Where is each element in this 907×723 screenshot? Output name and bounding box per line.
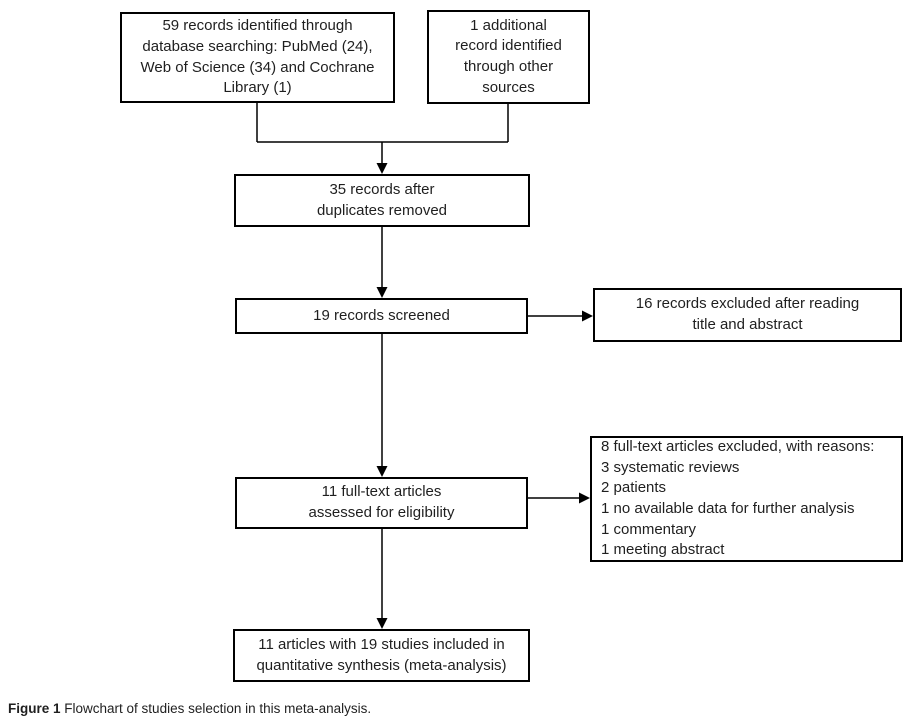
box-additional-records-text: 1 additional record identified through o…	[455, 16, 562, 96]
arrowhead-into-screened	[376, 287, 388, 298]
box-excluded-screening-text: 16 records excluded after reading title …	[635, 295, 860, 333]
arrowhead-into-excluded-screening	[582, 310, 593, 322]
figure-caption: Figure 1 Flowchart of studies selection …	[8, 701, 371, 717]
box-excluded-screening: 16 records excluded after reading title …	[593, 288, 902, 342]
box-records-screened: 19 records screened	[235, 298, 528, 334]
arrowhead-into-fulltext	[376, 466, 388, 477]
box-additional-records: 1 additional record identified through o…	[427, 10, 590, 104]
box-included-synthesis-text: 11 articles with 19 studies included in …	[256, 635, 507, 674]
box-records-identified-text: 59 records identified through database s…	[140, 17, 375, 97]
arrowhead-into-included	[376, 618, 388, 629]
box-fulltext-assessed: 11 full-text articles assessed for eligi…	[235, 477, 528, 529]
box-fulltext-assessed-text: 11 full-text articles assessed for eligi…	[308, 483, 455, 521]
box-fulltext-excluded-text: 8 full-text articles excluded, with reas…	[601, 437, 875, 559]
box-after-duplicates: 35 records after duplicates removed	[234, 174, 530, 227]
figure-caption-label: Figure 1	[8, 701, 61, 716]
box-after-duplicates-text: 35 records after duplicates removed	[316, 180, 448, 219]
box-included-synthesis: 11 articles with 19 studies included in …	[233, 629, 530, 682]
box-records-screened-text: 19 records screened	[313, 306, 450, 324]
arrowhead-into-duplicates	[376, 163, 388, 174]
box-records-identified: 59 records identified through database s…	[120, 12, 395, 103]
arrowhead-into-excluded-fulltext	[579, 492, 590, 504]
box-fulltext-excluded: 8 full-text articles excluded, with reas…	[590, 436, 903, 562]
figure-caption-text: Flowchart of studies selection in this m…	[64, 701, 372, 716]
